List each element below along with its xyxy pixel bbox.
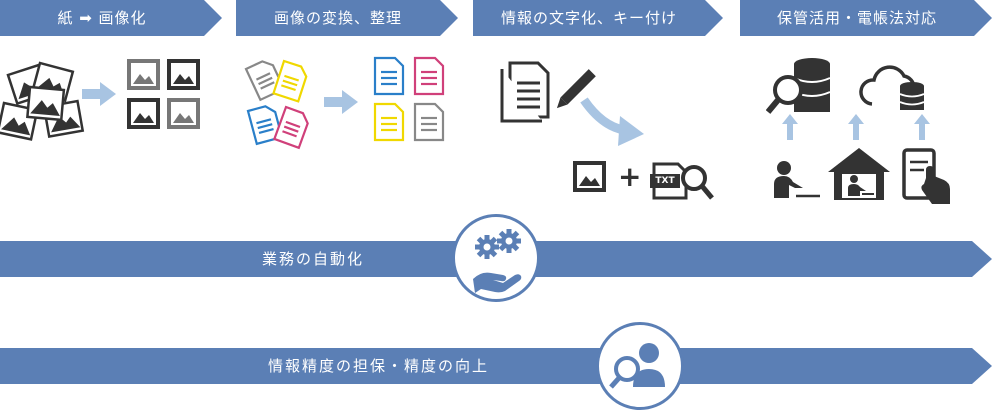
organized-documents-icon [373,56,445,142]
paper-photos-icon [0,61,85,141]
accuracy-badge [596,322,684,410]
step-4-bar: 保管活用・電帳法対応 [740,0,992,36]
documents-pen-icon [500,61,596,123]
step-1-bar: 紙 ➡ 画像化 [0,0,222,36]
step-2-bar: 画像の変換、整理 [236,0,458,36]
mixed-documents-icon [244,59,309,150]
accuracy-band: 情報精度の担保・精度の向上 [0,348,992,384]
gears-hand-icon [473,229,522,293]
image-grid-icon [127,59,200,129]
cloud-database-icon [859,65,925,110]
arrow-right-icon [82,82,116,106]
home-office-icon [828,148,890,200]
automation-label: 業務の自動化 [262,250,365,268]
arrow-right-icon [324,90,358,114]
step-2-label: 画像の変換、整理 [273,9,402,27]
step-4-label: 保管活用・電帳法対応 [776,9,937,27]
accuracy-label: 情報精度の担保・精度の向上 [268,357,490,375]
person-search-icon [609,343,665,389]
person-laptop-icon [774,161,820,198]
step-3-bar: 情報の文字化、キー付け [473,0,723,36]
database-search-icon [766,58,831,114]
curved-arrow-icon [580,97,644,146]
tablet-touch-icon [902,148,950,204]
step-3-label: 情報の文字化、キー付け [500,9,677,27]
text-search-icon: TXT [648,158,718,202]
image-icon [573,161,606,192]
plus-sign: + [618,160,642,193]
step-1-label: 紙 ➡ 画像化 [57,9,147,27]
txt-badge: TXT [650,174,680,188]
upload-arrows-icon [782,114,930,140]
automation-badge [452,214,540,302]
